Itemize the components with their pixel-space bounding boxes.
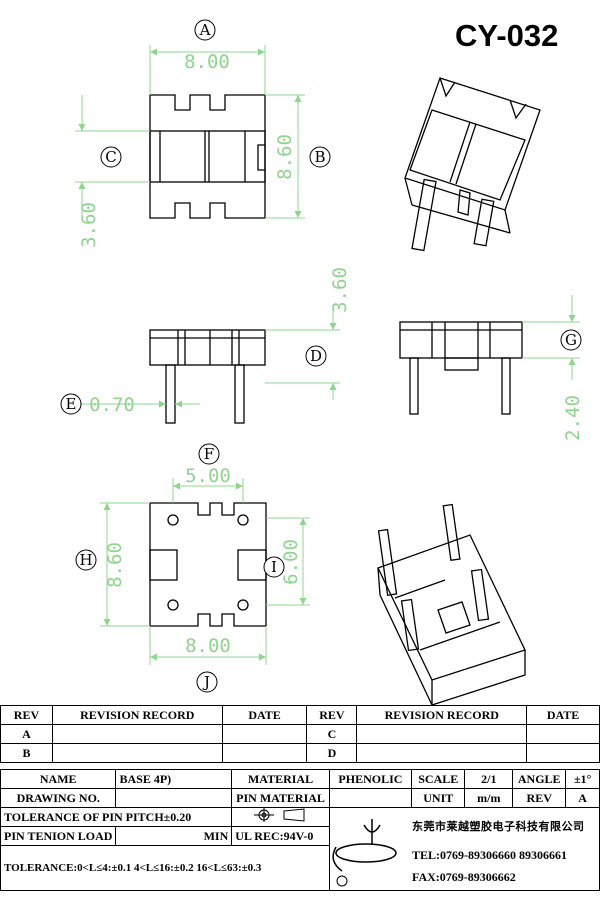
rev-d-date: [526, 743, 600, 763]
dim-end-pin-length: 2.40: [562, 395, 584, 441]
rev-b: B: [0, 743, 53, 763]
tolerance-pitch: TOLERANCE OF PIN PITCH±0.20: [0, 807, 233, 827]
rev-c: C: [306, 724, 358, 744]
top-view: [149, 94, 266, 219]
callout-h: H: [79, 551, 92, 569]
date-header-1: DATE: [221, 705, 308, 725]
rev-header-1: REV: [0, 705, 53, 725]
callout-b: B: [314, 148, 325, 166]
name-value: BASE 4P): [115, 769, 233, 789]
name-label: NAME: [0, 769, 117, 789]
tolerance-symbol: [231, 807, 330, 827]
dim-side-height: 3.60: [329, 267, 351, 313]
company-cell: [328, 807, 600, 891]
iso-view-top: [404, 77, 541, 252]
dim-top-height: 8.60: [274, 134, 296, 180]
material-value: PHENOLIC: [328, 769, 413, 789]
scale-value: 2/1: [464, 769, 514, 789]
pin-tension-label: PIN TENION LOAD: [0, 826, 117, 846]
company-fax: FAX:0769-89306662: [412, 870, 516, 884]
dim-bottom-width: 8.00: [185, 635, 231, 657]
rev-value: A: [565, 788, 600, 808]
callout-d: D: [310, 347, 322, 365]
drawing-no-value: [115, 788, 233, 808]
date-header-2: DATE: [526, 705, 600, 725]
technical-drawing: 8.00 8.60 3.60 3.60 0.70: [60, 19, 584, 705]
rev-d-record: [356, 743, 528, 763]
angle-label: ANGLE: [512, 769, 567, 789]
callout-f: F: [204, 445, 214, 463]
rev-c-date: [526, 724, 600, 744]
callout-c: C: [105, 148, 116, 166]
rev-a-date: [221, 724, 308, 744]
callout-e: E: [66, 395, 77, 413]
pin-material-label: PIN MATERIAL: [231, 788, 330, 808]
rev-a-record: [51, 724, 223, 744]
pin-material-value: [328, 788, 413, 808]
bottom-view-dims: [100, 478, 310, 665]
rev-b-date: [221, 743, 308, 763]
rev-b-record: [51, 743, 223, 763]
dim-bottom-inner: 6.00: [280, 539, 302, 585]
side-view-dims: [80, 310, 340, 408]
revision-record-header-1: REVISION RECORD: [51, 705, 223, 725]
title-block: REV REVISION RECORD DATE REV REVISION RE…: [0, 705, 600, 900]
iso-view-bottom: [377, 503, 526, 705]
dim-top-depth: 3.60: [78, 202, 100, 248]
rev-header-2: REV: [306, 705, 358, 725]
tolerance-line: TOLERANCE:0<L≤4:±0.1 4<L≤16:±0.2 16<L≤63…: [0, 845, 330, 891]
callouts: [60, 19, 582, 693]
dim-pin-width: 0.70: [89, 394, 135, 416]
drawing-no-label: DRAWING NO.: [0, 788, 117, 808]
scale-label: SCALE: [411, 769, 466, 789]
callout-g: G: [565, 331, 577, 349]
rev-d: D: [306, 743, 358, 763]
dim-pin-pitch: 5.00: [185, 465, 231, 487]
dim-bottom-height: 8.60: [104, 542, 126, 588]
top-view-dims: [75, 45, 305, 220]
material-label: MATERIAL: [231, 769, 330, 789]
bottom-view: [149, 502, 267, 627]
side-view: [149, 329, 266, 424]
revision-table: REV REVISION RECORD DATE REV REVISION RE…: [0, 705, 600, 763]
angle-value: ±1°: [565, 769, 600, 789]
revision-record-header-2: REVISION RECORD: [356, 705, 528, 725]
dim-top-width: 8.00: [184, 51, 230, 73]
rev-label: REV: [512, 788, 567, 808]
rev-c-record: [356, 724, 528, 744]
end-view: [399, 321, 523, 415]
ul-rec: UL REC:94V-0: [231, 826, 330, 846]
pin-tension-value: MIN: [115, 826, 233, 846]
company-name: 东莞市莱越塑胶电子科技有限公司: [412, 820, 585, 833]
callout-a: A: [199, 21, 211, 39]
drawing-title: CY-032: [455, 18, 559, 53]
end-view-dims: [522, 295, 580, 380]
unit-label: UNIT: [411, 788, 466, 808]
unit-value: m/m: [464, 788, 514, 808]
rev-a: A: [0, 724, 53, 744]
projection-symbol-icon: [253, 808, 305, 822]
callout-j: J: [202, 673, 210, 691]
company-logo-icon: [332, 819, 397, 887]
company-tel: TEL:0769-89306660 89306661: [412, 848, 568, 862]
spec-table: NAME BASE 4P) MATERIAL PHENOLIC SCALE 2/…: [0, 769, 600, 891]
callout-letters: A B C D E F G H I J: [66, 21, 577, 691]
callout-i: I: [271, 558, 277, 576]
